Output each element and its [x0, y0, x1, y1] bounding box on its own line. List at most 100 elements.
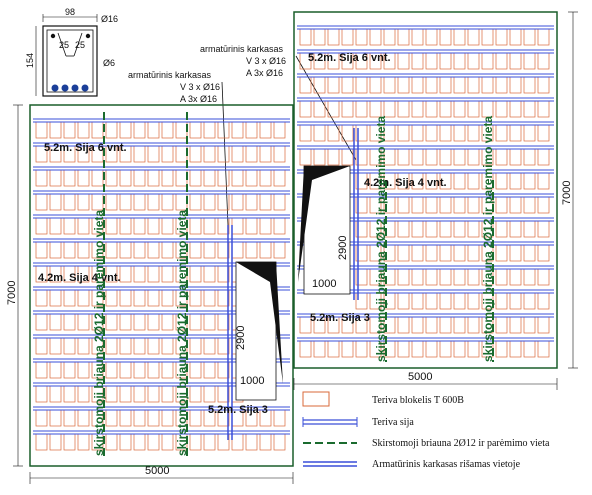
- teriva-block: [105, 241, 118, 259]
- teriva-block: [259, 121, 272, 139]
- teriva-block: [133, 193, 146, 211]
- teriva-block: [119, 433, 132, 451]
- teriva-block: [467, 220, 480, 238]
- teriva-block: [133, 313, 146, 331]
- teriva-block: [49, 361, 62, 379]
- teriva-block: [313, 340, 326, 358]
- teriva-block: [189, 169, 202, 187]
- teriva-block: [77, 361, 90, 379]
- teriva-block: [147, 193, 160, 211]
- teriva-block: [119, 241, 132, 259]
- teriva-block: [509, 196, 522, 214]
- teriva-block: [217, 145, 230, 163]
- teriva-block: [397, 28, 410, 46]
- section-bar-top-left: [50, 33, 56, 39]
- teriva-block: [495, 340, 508, 358]
- teriva-block: [35, 361, 48, 379]
- teriva-block: [105, 193, 118, 211]
- teriva-block: [203, 121, 216, 139]
- teriva-block: [147, 217, 160, 235]
- teriva-block: [523, 220, 536, 238]
- section-height-label: 154: [25, 53, 35, 68]
- teriva-block: [161, 361, 174, 379]
- teriva-block: [299, 124, 312, 142]
- teriva-block: [35, 433, 48, 451]
- teriva-block: [49, 241, 62, 259]
- teriva-block: [467, 76, 480, 94]
- teriva-block: [411, 52, 424, 70]
- teriva-block: [411, 244, 424, 262]
- teriva-block: [231, 241, 244, 259]
- teriva-block: [147, 409, 160, 427]
- teriva-block: [453, 292, 466, 310]
- teriva-block: [35, 241, 48, 259]
- teriva-block: [189, 241, 202, 259]
- teriva-block: [453, 148, 466, 166]
- teriva-block: [411, 220, 424, 238]
- teriva-block: [411, 340, 424, 358]
- teriva-block: [119, 121, 132, 139]
- teriva-block: [537, 28, 550, 46]
- teriva-block: [245, 433, 258, 451]
- teriva-block: [509, 148, 522, 166]
- teriva-block: [397, 196, 410, 214]
- right-floor-plan: 5.2m. Sija 6 vnt. 4.2m. Sija 4 vnt. 5.2m…: [293, 11, 578, 390]
- teriva-block: [105, 385, 118, 403]
- legend-cage-label: Armatūrinis karkasas rišamas vietoje: [372, 459, 521, 470]
- teriva-block: [411, 124, 424, 142]
- section-width-label: 98: [65, 7, 75, 17]
- teriva-block: [231, 145, 244, 163]
- right-plan-frame: [293, 11, 558, 369]
- teriva-block: [467, 244, 480, 262]
- teriva-block: [189, 409, 202, 427]
- teriva-block: [147, 121, 160, 139]
- teriva-block: [35, 313, 48, 331]
- teriva-block: [259, 169, 272, 187]
- teriva-block: [467, 292, 480, 310]
- teriva-block: [147, 385, 160, 403]
- teriva-block: [397, 220, 410, 238]
- teriva-block: [425, 28, 438, 46]
- teriva-block: [175, 169, 188, 187]
- teriva-block: [411, 316, 424, 334]
- teriva-block: [439, 292, 452, 310]
- callout-line-1: V 3 x Ø16: [246, 56, 286, 66]
- teriva-block: [161, 145, 174, 163]
- teriva-block: [231, 433, 244, 451]
- teriva-block: [63, 217, 76, 235]
- callout-line-2: A 3x Ø16: [180, 94, 217, 104]
- teriva-block: [147, 289, 160, 307]
- teriva-block: [119, 313, 132, 331]
- teriva-block: [537, 268, 550, 286]
- teriva-block: [49, 217, 62, 235]
- teriva-block: [203, 241, 216, 259]
- teriva-block: [523, 148, 536, 166]
- teriva-block: [161, 265, 174, 283]
- teriva-block: [245, 217, 258, 235]
- teriva-block: [509, 172, 522, 190]
- legend-rib-label: Skirstomoji briauna 2Ø12 ir parėmimo vie…: [372, 438, 550, 449]
- teriva-block: [439, 220, 452, 238]
- section-bar-bottom-4: [81, 84, 89, 92]
- teriva-block: [439, 100, 452, 118]
- teriva-block: [273, 193, 286, 211]
- teriva-block: [313, 148, 326, 166]
- teriva-block: [161, 169, 174, 187]
- teriva-block: [523, 316, 536, 334]
- teriva-block: [523, 28, 536, 46]
- teriva-block: [203, 289, 216, 307]
- teriva-block: [425, 52, 438, 70]
- callout-title: armatūrinis karkasas: [128, 70, 212, 80]
- teriva-block: [147, 361, 160, 379]
- teriva-block: [537, 292, 550, 310]
- teriva-block: [467, 172, 480, 190]
- teriva-block: [63, 193, 76, 211]
- teriva-block: [397, 316, 410, 334]
- teriva-block: [189, 217, 202, 235]
- teriva-block: [537, 340, 550, 358]
- teriva-block: [245, 241, 258, 259]
- teriva-block: [133, 361, 146, 379]
- teriva-block: [467, 148, 480, 166]
- teriva-block: [299, 28, 312, 46]
